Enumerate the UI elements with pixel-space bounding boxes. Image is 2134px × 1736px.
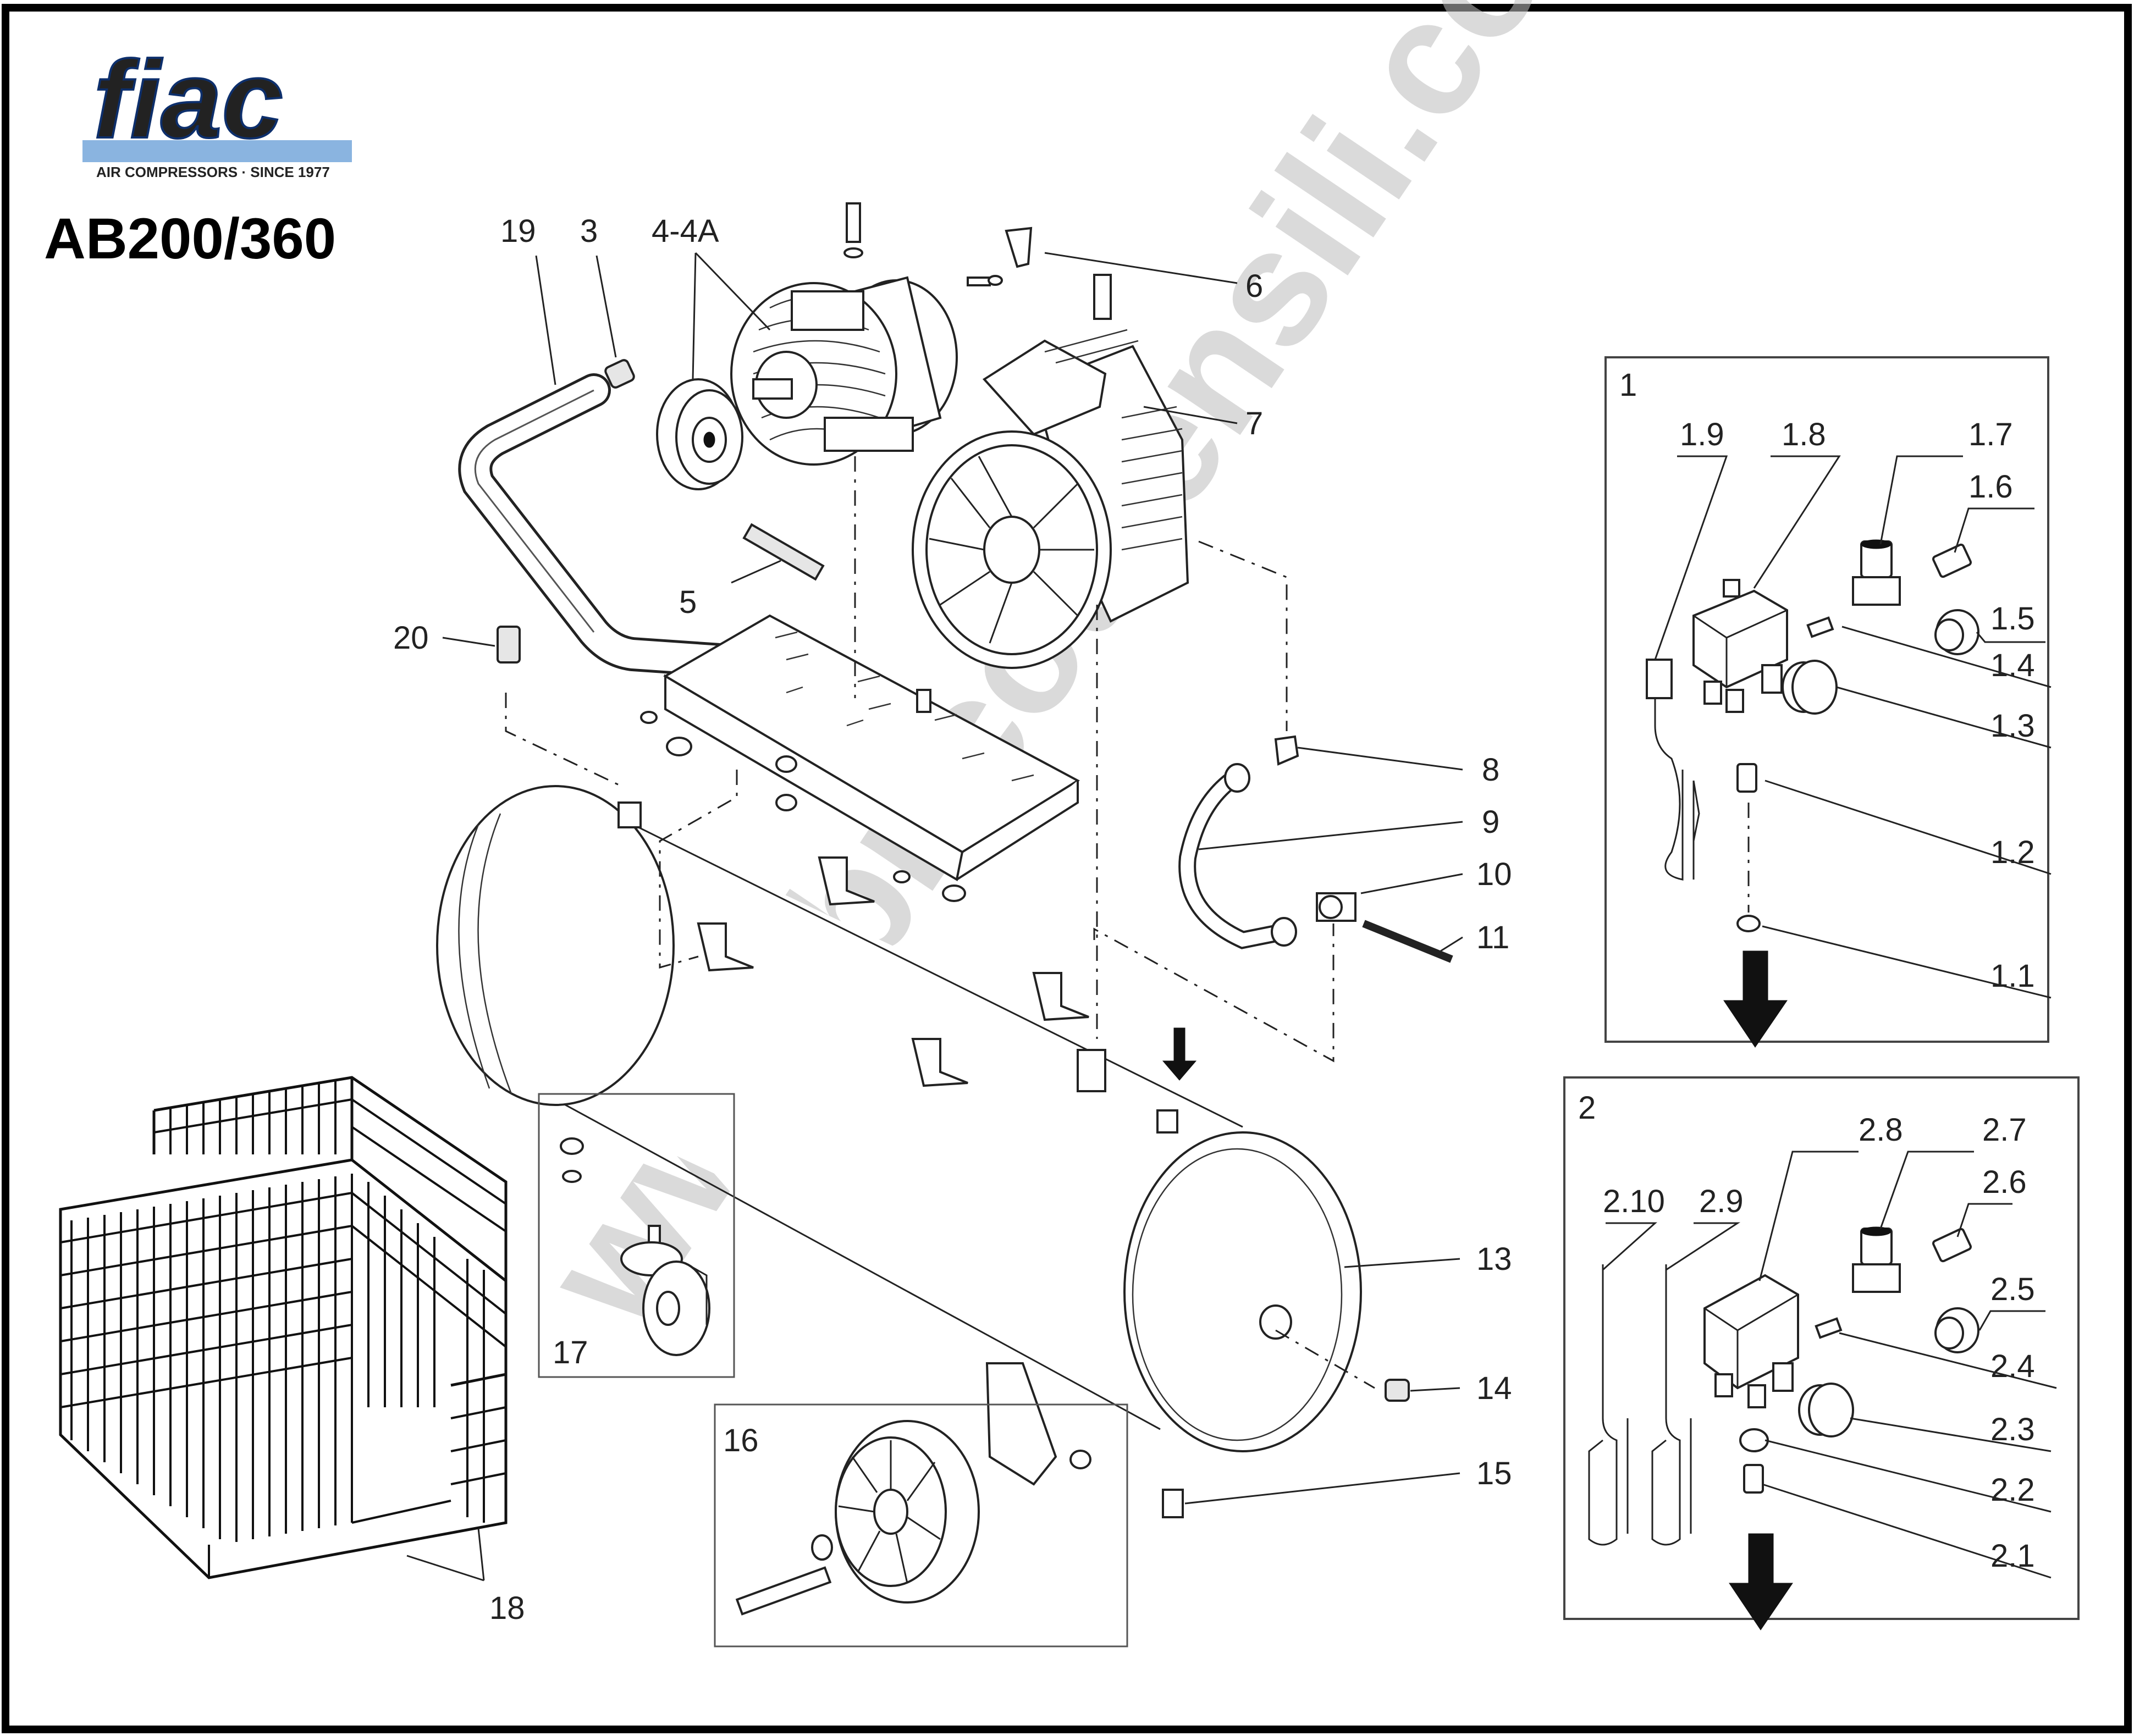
base-plate bbox=[663, 614, 1080, 882]
box1-label-1.4: 1.4 bbox=[1990, 648, 2035, 683]
box2-label-2.3: 2.3 bbox=[1990, 1412, 2035, 1447]
handle-bar bbox=[458, 373, 809, 682]
air-tank bbox=[436, 785, 1362, 1518]
label-5: 5 bbox=[679, 584, 697, 620]
label-6: 6 bbox=[1245, 268, 1263, 304]
belt-guard-cage bbox=[59, 1076, 508, 1579]
box2-label-2.1: 2.1 bbox=[1990, 1538, 2035, 1574]
label-15: 15 bbox=[1476, 1456, 1512, 1491]
wheel bbox=[735, 1420, 1091, 1616]
electric-motor bbox=[730, 202, 958, 466]
box1-label-1.7: 1.7 bbox=[1968, 417, 2013, 452]
part-labels: 19 3 4-4A 6 7 5 20 8 9 10 11 13 14 15 16… bbox=[393, 213, 1512, 1626]
model-title: AB200/360 bbox=[44, 207, 336, 271]
box1-label-1.5: 1.5 bbox=[1990, 601, 2035, 637]
bracket bbox=[967, 226, 1033, 286]
label-9: 9 bbox=[1482, 804, 1499, 840]
box2-labels: 2.10 2.9 2.8 2.7 2.6 2.5 2.4 2.3 2.2 2.1 bbox=[1603, 1112, 2035, 1574]
box2-label-2.8: 2.8 bbox=[1859, 1112, 1903, 1148]
plate-hardware bbox=[640, 689, 966, 902]
down-arrow-icon bbox=[1162, 1027, 1197, 1081]
detail-box-2 bbox=[1563, 1076, 2080, 1620]
box2-label-2.7: 2.7 bbox=[1982, 1112, 2027, 1148]
down-arrow-icon bbox=[1729, 1533, 1793, 1630]
box1-label-1.3: 1.3 bbox=[1990, 708, 2035, 744]
drain-plug bbox=[1385, 1379, 1410, 1402]
box1-label-1.9: 1.9 bbox=[1680, 417, 1724, 452]
box2-label-2.10: 2.10 bbox=[1603, 1184, 1665, 1219]
castor-wheel bbox=[560, 1137, 710, 1356]
delivery-pipe bbox=[1178, 763, 1297, 949]
label-7: 7 bbox=[1245, 406, 1263, 441]
box1-parts bbox=[1646, 539, 1979, 1048]
logo-tagline: AIR COMPRESSORS · SINCE 1977 bbox=[96, 164, 330, 180]
castor-box bbox=[538, 1093, 735, 1378]
down-arrow-icon bbox=[1723, 950, 1788, 1048]
box2-label-2.2: 2.2 bbox=[1990, 1472, 2035, 1508]
tee-fitting bbox=[1316, 892, 1357, 922]
box2-leader-lines bbox=[1602, 1151, 2057, 1579]
label-17: 17 bbox=[553, 1335, 588, 1370]
page-frame bbox=[2, 4, 2132, 1733]
elbow-fitting bbox=[1274, 735, 1299, 766]
safety-valve bbox=[1362, 920, 1453, 963]
box2-label-2.9: 2.9 bbox=[1699, 1184, 1744, 1219]
compressor-pump bbox=[912, 274, 1189, 669]
fitting-20 bbox=[497, 626, 521, 664]
wheel-bracket bbox=[985, 1362, 1057, 1486]
leader-lines bbox=[406, 252, 1463, 1582]
box2-label-2.4: 2.4 bbox=[1990, 1348, 2035, 1384]
box1-leader-lines bbox=[1654, 455, 2052, 999]
box2-label-2.5: 2.5 bbox=[1990, 1271, 2035, 1307]
motor-key bbox=[742, 523, 825, 581]
box1-label-1.2: 1.2 bbox=[1990, 834, 2035, 870]
handle-cap bbox=[604, 359, 635, 389]
label-19: 19 bbox=[500, 213, 536, 249]
box1-label-1.1: 1.1 bbox=[1990, 958, 2035, 994]
label-18: 18 bbox=[489, 1590, 525, 1626]
box1-number: 1 bbox=[1619, 367, 1637, 403]
label-3: 3 bbox=[580, 213, 598, 249]
assembly-lines bbox=[505, 456, 1375, 1389]
label-4-4a: 4-4A bbox=[652, 213, 719, 249]
box2-label-2.6: 2.6 bbox=[1982, 1164, 2027, 1200]
box2-parts bbox=[1588, 1226, 1979, 1630]
label-8: 8 bbox=[1482, 752, 1499, 788]
logo-wordmark: fiac bbox=[93, 38, 283, 161]
label-16: 16 bbox=[723, 1423, 759, 1458]
label-14: 14 bbox=[1476, 1370, 1512, 1406]
box1-label-1.8: 1.8 bbox=[1782, 417, 1826, 452]
detail-box-1 bbox=[1604, 356, 2049, 1043]
box1-label-1.6: 1.6 bbox=[1968, 469, 2013, 505]
box1-labels: 1.9 1.8 1.7 1.6 1.5 1.4 1.3 1.2 1.1 bbox=[1680, 417, 2035, 994]
label-11: 11 bbox=[1476, 920, 1509, 955]
box2-number: 2 bbox=[1578, 1090, 1596, 1126]
label-10: 10 bbox=[1476, 856, 1512, 892]
label-13: 13 bbox=[1476, 1241, 1512, 1277]
wheel-box bbox=[714, 1403, 1128, 1647]
fiac-logo: fiac AIR COMPRESSORS · SINCE 1977 bbox=[82, 37, 352, 180]
motor-pulley bbox=[656, 378, 743, 490]
label-20: 20 bbox=[393, 620, 429, 656]
